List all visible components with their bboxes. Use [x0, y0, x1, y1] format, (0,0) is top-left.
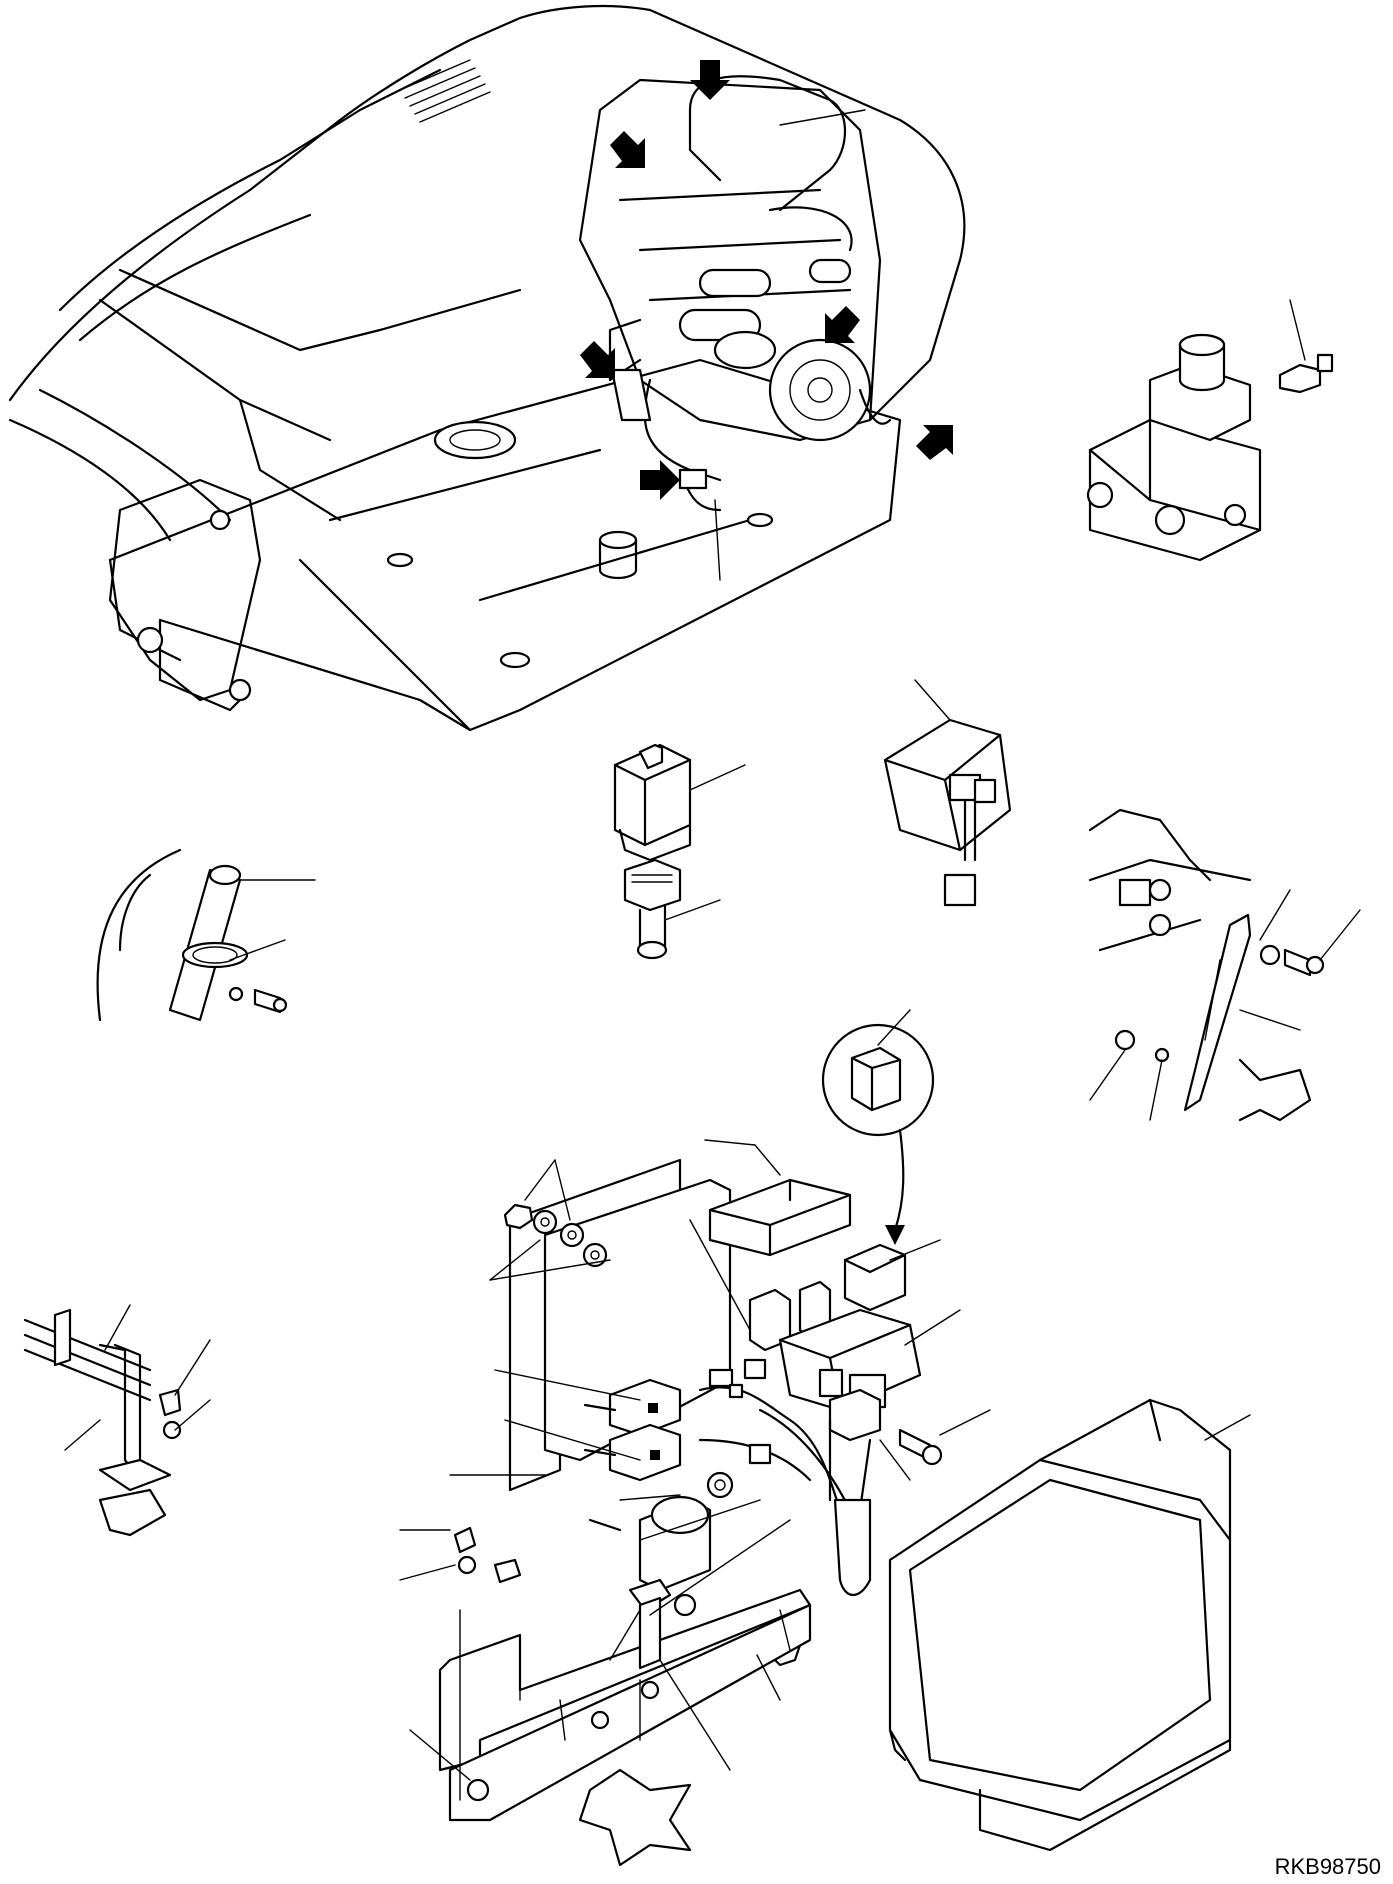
- arrow-upper-left: [610, 131, 645, 168]
- arrow-deck: [640, 460, 680, 500]
- solenoid-valve: [1086, 299, 1334, 562]
- controller-unit: [883, 679, 1012, 907]
- arrow-top: [690, 60, 730, 100]
- pipe-clamp-detail: [96, 848, 316, 1022]
- clamp-location-arrows: [580, 60, 953, 500]
- machine-chassis-view: [8, 4, 966, 732]
- nuts-and-washers: [489, 1159, 611, 1281]
- arrow-right-bottom: [916, 425, 953, 460]
- vent-grille: [399, 59, 491, 123]
- ground-strap-detail: [1088, 808, 1361, 1122]
- mounting-bracket: [438, 1526, 812, 1867]
- figure-code: RKB98750: [1274, 1854, 1381, 1879]
- harness-bracket-detail: [23, 1304, 211, 1537]
- arrow-left-engine: [580, 341, 615, 378]
- control-unit-cover: [888, 1398, 1251, 1852]
- leader-lines-top: [714, 109, 866, 581]
- fuse-inset: [821, 1009, 935, 1245]
- engine-assembly: [578, 75, 892, 512]
- leader-lines-panel: [399, 1139, 991, 1781]
- relay-with-connector: [613, 743, 746, 960]
- relay-panel-assembly: [508, 1158, 943, 1667]
- arrow-right-engine: [825, 306, 860, 343]
